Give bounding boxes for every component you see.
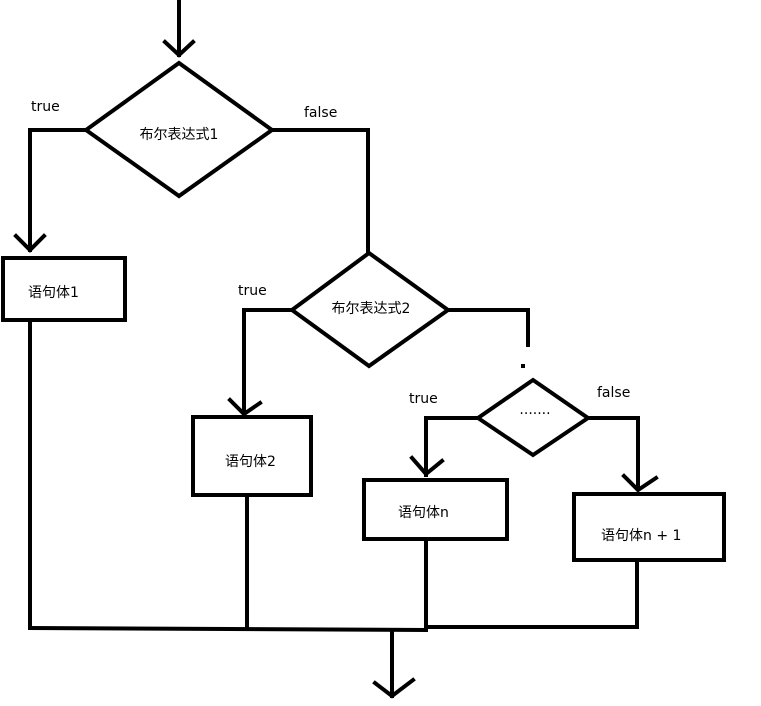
decision-1: 布尔表达式1 [82, 60, 276, 199]
statement-2: 语句体2 [191, 415, 313, 497]
false-label-1: false [304, 105, 337, 121]
entry-arrow [162, 0, 196, 58]
statement-2-label: 语句体2 [225, 454, 276, 470]
decision-2-label: 布尔表达式2 [332, 301, 411, 317]
statement-n-plus-1: 语句体n + 1 [572, 492, 726, 562]
statement-1-label: 语句体1 [28, 285, 79, 301]
decision-2: 布尔表达式2 [288, 250, 452, 369]
decision-3: ······· [474, 377, 592, 458]
decision-3-label: ······· [519, 406, 550, 422]
statement-n-plus-1-label: 语句体n + 1 [601, 528, 681, 544]
statement-n: 语句体n [362, 478, 509, 541]
statement-1: 语句体1 [1, 256, 127, 322]
true-label-2: true [238, 283, 267, 299]
decision-1-label: 布尔表达式1 [140, 127, 219, 143]
true-label-3: true [409, 391, 438, 407]
statement-n-label: 语句体n [398, 505, 449, 521]
true-label-1: true [31, 99, 60, 115]
connector-lines [13, 128, 659, 699]
false-label-3: false [597, 385, 630, 401]
